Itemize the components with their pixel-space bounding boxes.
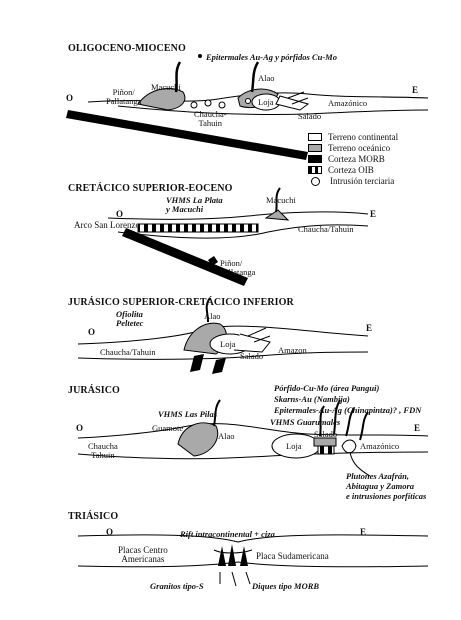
p4-east-label: E: [414, 424, 420, 433]
legend-item-intrusion: Intrusión terciaria: [311, 176, 394, 186]
p4-epitermales-label: Epitermales-Au-Ag (Chinapintza)? , FDN: [274, 406, 421, 415]
p5-rift-dikes: [218, 544, 248, 566]
legend-item-oceanic: Terreno oceánico: [308, 143, 390, 153]
p4-plutons: [342, 440, 356, 453]
legend-item-continental: Terreno continental: [308, 132, 398, 142]
p1-west-label: O: [66, 94, 73, 103]
p3-amazon-label: Amazon: [278, 346, 307, 355]
p4-salado-label: Salado: [314, 430, 337, 439]
panel-2-title: CRETÁCICO SUPERIOR-EOCENO: [68, 184, 232, 194]
p1-slab: [66, 110, 308, 160]
p3-chaucha-label: Chaucha/Tahuin: [100, 348, 156, 357]
legend-swatch-morb: [308, 155, 322, 163]
p2-macuchi-label: Macuchi: [266, 196, 296, 205]
p4-guamote-label: Guamote: [152, 424, 183, 433]
p2-west-label: O: [116, 210, 123, 219]
p5-placa-sud-label: Placa Sudamericana: [256, 552, 329, 561]
p1-intrusion: [191, 102, 197, 108]
panel-1-title: OLIGOCENO-MIOCENO: [68, 44, 186, 54]
p4-loja-label: Loja: [286, 442, 302, 451]
p4-guamote: [178, 423, 218, 456]
p2-arco-label: Arco San Lorenzo: [74, 221, 140, 230]
p4-west-label: O: [76, 424, 83, 433]
panel-3-title: JURÁSICO SUPERIOR-CRETÁCICO INFERIOR: [68, 298, 294, 308]
figure-frame: OLIGOCENO-MIOCENO Epitermales Au-Ag y pó…: [8, 6, 454, 614]
p2-vhms-label: VHMS La Plata y Macuchi: [166, 196, 223, 213]
legend-swatch-continental: [308, 133, 322, 141]
p3-salado-label: Salado: [240, 352, 263, 361]
legend-swatch-oceanic: [308, 144, 322, 152]
p2-east-label: E: [370, 210, 376, 219]
p3-alao-label: Alao: [204, 312, 221, 321]
p1-loja-label: Loja: [258, 98, 274, 107]
p4-vhms-pilas-label: VHMS Las Pilas: [158, 410, 217, 419]
p4-plutones-label: Plutones Azafrán, Abitagua y Zamora e in…: [346, 472, 426, 501]
p4-amazonico-label: Amazónico: [360, 442, 399, 451]
p3-east-label: E: [366, 324, 372, 333]
legend-swatch-oib: [308, 166, 322, 174]
p2-oib-crust: [138, 224, 258, 232]
p4-vhms-guarumales-label: VHMS Guarumales: [270, 418, 340, 427]
p1-macuchi-label: Macuchi: [151, 83, 181, 92]
legend-label-oceanic: Terreno oceánico: [328, 143, 390, 153]
p1-pinon-label: Piñon/ Pallatanga: [106, 88, 141, 105]
p4-porfido-label: Pórfido-Cu-Mo (área Pangui): [274, 384, 379, 393]
legend-label-morb: Corteza MORB: [328, 154, 385, 164]
p1-epithermal-label: Epitermales Au-Ag y pórfidos Cu-Mo: [206, 53, 337, 62]
legend-label-intrusion: Intrusión terciaria: [330, 176, 394, 186]
panel-5-title: TRIÁSICO: [68, 512, 118, 522]
p2-pinon-label: Piñon/ Pallatanga: [220, 259, 255, 276]
p2-chaucha-label: Chaucha/Tahuin: [298, 225, 354, 234]
p4-alao-label: Alao: [218, 432, 235, 441]
p5-granitos-label: Granitos tipo-S: [150, 582, 204, 591]
legend-label-continental: Terreno continental: [328, 132, 398, 142]
p1-amazonico-label: Amazónico: [328, 99, 367, 108]
p5-placas-centro-label: Placas Centro Americanas: [118, 546, 168, 564]
legend-item-oib: Corteza OIB: [308, 165, 374, 175]
p3-loja-label: Loja: [220, 340, 236, 349]
p5-east-label: E: [360, 528, 366, 537]
p5-west-label: O: [106, 528, 113, 537]
p4-skarns-label: Skarns-Au (Nambija): [274, 395, 350, 404]
p3-morb: [190, 354, 204, 372]
p5-diques-label: Diques tipo MORB: [252, 582, 319, 591]
p1-east-label: E: [412, 86, 418, 95]
p4-salado: [314, 438, 336, 446]
legend-label-oib: Corteza OIB: [328, 165, 374, 175]
p1-chaucha-label: Chaucha- Tahuin: [194, 110, 227, 127]
panel-4-title: JURÁSICO: [68, 386, 120, 396]
p3-ofiolita-label: Ofiolita Peltetec: [116, 310, 143, 327]
geologic-cross-sections: [8, 6, 454, 614]
p3-west-label: O: [88, 328, 95, 337]
p1-alao-label: Alao: [258, 74, 275, 83]
legend-item-morb: Corteza MORB: [308, 154, 385, 164]
p2-slab: [122, 228, 248, 286]
p5-rift-label: Rift intracontinental + ciza: [180, 530, 275, 539]
p4-chaucha-label: Chaucha Tahuin: [88, 442, 118, 459]
p1-salado-label: Salado: [298, 112, 321, 121]
legend-swatch-intrusion: [311, 177, 320, 186]
